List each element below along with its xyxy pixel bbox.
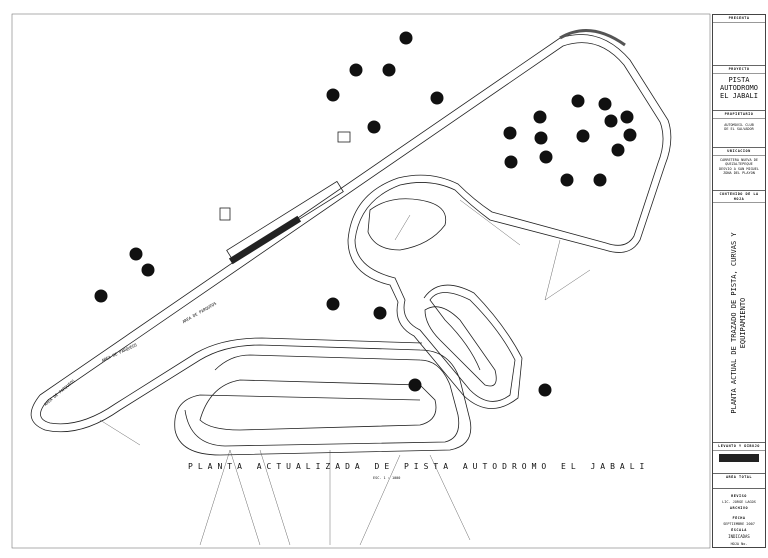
area-label: AREA TOTAL	[725, 475, 753, 479]
ubicacion-label: UBICACION	[713, 148, 765, 156]
company-logo	[719, 453, 759, 462]
area-section: AREA TOTAL	[713, 474, 765, 489]
contenido-label: CONTENIDO DE LA HOJA	[713, 191, 765, 203]
track-outline	[30, 28, 672, 546]
ubicacion-section: UBICACION CARRETERA NUEVA DE QUEZALTEPEQ…	[713, 148, 765, 191]
levanto-label: LEVANTO Y DIBUJO	[713, 443, 765, 451]
drawing-title: PLANTA ACTUALIZADA DE PISTA AUTODROMO EL…	[188, 462, 650, 471]
escala-value: INDICADAS	[728, 534, 750, 539]
drawing-frame	[11, 13, 711, 549]
archivo-label: ARCHIVO	[729, 506, 749, 510]
contenido-section: CONTENIDO DE LA HOJA PLANTA ACTUAL DE TR…	[713, 191, 765, 443]
contenido-value: PLANTA ACTUAL DE TRAZADO DE PISTA, CURVA…	[730, 231, 747, 414]
reviso-value: LIC. JORGE LAGOS	[722, 500, 756, 504]
proyecto-label: PROYECTO	[713, 66, 765, 74]
hoja-label: HOJA No.	[730, 542, 748, 546]
presenta-section: PRESENTA	[713, 15, 765, 66]
fecha-label: FECHA	[732, 516, 746, 520]
fecha-value: SEPTIEMBRE 2007	[723, 522, 755, 526]
escala-label: ESCALA	[731, 528, 747, 532]
propietario-label: PROPIETARIO	[713, 111, 765, 119]
reviso-section: REVISO LIC. JORGE LAGOS ARCHIVO FECHA SE…	[713, 489, 765, 547]
drawing-scale: ESC. 1 : 1000	[373, 476, 401, 480]
levanto-section: LEVANTO Y DIBUJO	[713, 443, 765, 474]
trees	[94, 31, 637, 397]
presenta-label: PRESENTA	[713, 15, 765, 23]
reviso-label: REVISO	[731, 494, 747, 498]
